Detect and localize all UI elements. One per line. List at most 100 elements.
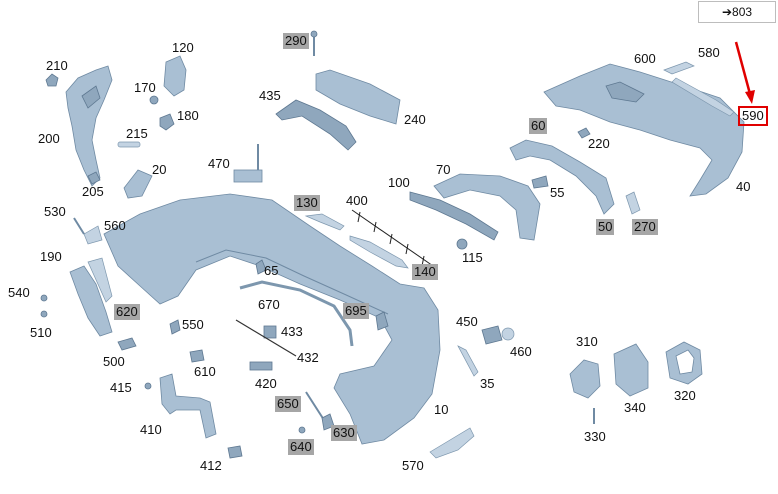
- label-433[interactable]: 433: [281, 324, 303, 339]
- label-470[interactable]: 470: [208, 156, 230, 171]
- part-510-screw[interactable]: [40, 310, 48, 318]
- part-640-screw[interactable]: [298, 426, 306, 434]
- part-410-bracket[interactable]: [159, 373, 217, 439]
- part-620-bracket[interactable]: [87, 257, 113, 303]
- label-60[interactable]: 60: [529, 118, 548, 134]
- part-670-strip[interactable]: [239, 280, 354, 347]
- label-540[interactable]: 540: [8, 285, 30, 300]
- part-180-clip[interactable]: [159, 113, 175, 131]
- label-170[interactable]: 170: [134, 80, 156, 95]
- label-415[interactable]: 415: [110, 380, 132, 395]
- label-620[interactable]: 620: [114, 304, 140, 320]
- label-500[interactable]: 500: [103, 354, 125, 369]
- part-540-screw[interactable]: [40, 294, 48, 302]
- label-630[interactable]: 630: [331, 425, 357, 441]
- label-240[interactable]: 240: [404, 112, 426, 127]
- label-55[interactable]: 55: [550, 185, 565, 200]
- part-115-sensor[interactable]: [456, 238, 468, 250]
- part-560-bracket[interactable]: [83, 225, 103, 245]
- label-70[interactable]: 70: [436, 162, 451, 177]
- label-550[interactable]: 550: [182, 317, 204, 332]
- part-55-clip[interactable]: [531, 175, 549, 189]
- label-40[interactable]: 40: [736, 179, 751, 194]
- label-330[interactable]: 330: [584, 429, 606, 444]
- part-500-clip[interactable]: [117, 337, 137, 351]
- part-695-clip[interactable]: [375, 311, 389, 331]
- label-140[interactable]: 140: [412, 264, 438, 280]
- label-590-highlighted[interactable]: 590: [738, 106, 768, 126]
- part-290-stud[interactable]: [310, 30, 318, 56]
- label-120[interactable]: 120: [172, 40, 194, 55]
- label-270[interactable]: 270: [632, 219, 658, 235]
- part-435-bracket[interactable]: [275, 99, 357, 151]
- part-580-strip[interactable]: [663, 61, 695, 75]
- label-420[interactable]: 420: [255, 376, 277, 391]
- part-130-strip[interactable]: [304, 213, 345, 231]
- part-650-rod[interactable]: [305, 391, 325, 421]
- label-650[interactable]: 650: [275, 396, 301, 412]
- part-610-clip[interactable]: [189, 349, 205, 363]
- label-65[interactable]: 65: [264, 263, 279, 278]
- part-190-bracket[interactable]: [69, 265, 113, 337]
- part-460-ring[interactable]: [501, 327, 515, 341]
- label-215[interactable]: 215: [126, 126, 148, 141]
- reference-box[interactable]: ➔803: [698, 1, 776, 23]
- label-600[interactable]: 600: [634, 51, 656, 66]
- part-170-grommet[interactable]: [149, 95, 159, 105]
- label-410[interactable]: 410: [140, 422, 162, 437]
- label-412[interactable]: 412: [200, 458, 222, 473]
- part-210-clip[interactable]: [45, 73, 59, 87]
- part-240-diffuser[interactable]: [315, 69, 401, 125]
- label-460[interactable]: 460: [510, 344, 532, 359]
- label-640[interactable]: 640: [288, 439, 314, 455]
- part-340-exhaust-tip[interactable]: [613, 343, 649, 397]
- label-570[interactable]: 570: [402, 458, 424, 473]
- part-412-clip[interactable]: [227, 445, 243, 459]
- label-695[interactable]: 695: [343, 303, 369, 319]
- part-310-bracket[interactable]: [569, 359, 601, 399]
- part-210-bracket[interactable]: [65, 65, 113, 187]
- label-210[interactable]: 210: [46, 58, 68, 73]
- part-220-clip[interactable]: [577, 127, 591, 139]
- part-205-clip[interactable]: [87, 171, 101, 185]
- label-320[interactable]: 320: [674, 388, 696, 403]
- part-550-clip[interactable]: [169, 319, 181, 335]
- label-340[interactable]: 340: [624, 400, 646, 415]
- label-435[interactable]: 435: [259, 88, 281, 103]
- label-670[interactable]: 670: [258, 297, 280, 312]
- part-35-strip[interactable]: [457, 345, 479, 377]
- part-600-bumper-cover[interactable]: [543, 63, 745, 197]
- part-590-strip[interactable]: [671, 77, 735, 117]
- label-510[interactable]: 510: [30, 325, 52, 340]
- label-20[interactable]: 20: [152, 162, 167, 177]
- label-220[interactable]: 220: [588, 136, 610, 151]
- label-580[interactable]: 580: [698, 45, 720, 60]
- part-270-trim[interactable]: [625, 191, 641, 215]
- part-120-bracket[interactable]: [163, 55, 187, 97]
- part-470-sensor[interactable]: [233, 144, 263, 183]
- label-400[interactable]: 400: [346, 193, 368, 208]
- part-570-trim[interactable]: [429, 427, 475, 459]
- label-180[interactable]: 180: [177, 108, 199, 123]
- part-433-module[interactable]: [263, 325, 277, 339]
- part-600-exhaust-opening[interactable]: [605, 81, 645, 103]
- part-10-main-bumper[interactable]: [103, 193, 441, 445]
- label-190[interactable]: 190: [40, 249, 62, 264]
- part-100-support[interactable]: [409, 191, 499, 241]
- label-450[interactable]: 450: [456, 314, 478, 329]
- label-10[interactable]: 10: [434, 402, 449, 417]
- label-115[interactable]: 115: [462, 250, 483, 265]
- part-420-module[interactable]: [249, 361, 273, 371]
- part-415-screw[interactable]: [144, 382, 152, 390]
- label-35[interactable]: 35: [480, 376, 495, 391]
- part-432-wire[interactable]: [235, 319, 297, 357]
- label-310[interactable]: 310: [576, 334, 598, 349]
- part-50-trim-surround[interactable]: [509, 139, 615, 215]
- part-20-cover[interactable]: [123, 169, 153, 199]
- part-215-strip[interactable]: [117, 141, 141, 148]
- label-100[interactable]: 100: [388, 175, 410, 190]
- label-205[interactable]: 205: [82, 184, 104, 199]
- label-130[interactable]: 130: [294, 195, 320, 211]
- label-50[interactable]: 50: [596, 219, 615, 235]
- label-432[interactable]: 432: [297, 350, 319, 365]
